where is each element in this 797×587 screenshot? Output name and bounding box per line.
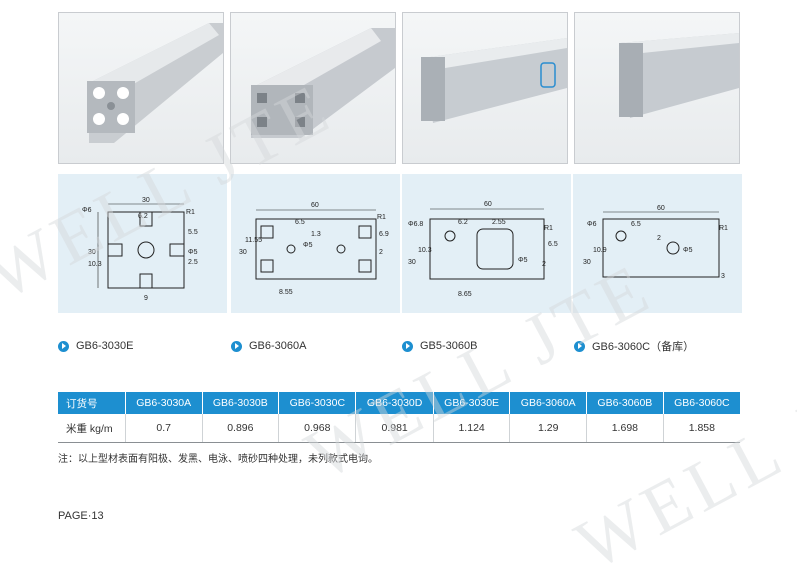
row-label: 米重 kg/m: [58, 414, 126, 443]
weight-cell: 1.698: [586, 414, 664, 443]
dim-offset: 10.3: [88, 261, 102, 268]
model-cell: GB6-3060B: [586, 392, 664, 414]
footnote: 注：以上型材表面有阳极、发黑、电泳、喷砂四种处理，未列款式电询。: [58, 454, 378, 465]
play-icon: [402, 340, 413, 352]
drawing-3060c: 60 Φ6 6.5 R1 2 Φ5 30 10.9 3: [573, 174, 742, 313]
weight-cell: 0.7: [125, 414, 203, 443]
dim-center-hole: Φ5: [303, 242, 313, 249]
dim-lip: 1.3: [311, 231, 321, 238]
dim-hole: Φ6: [82, 207, 92, 214]
dim-wall: 2.5: [188, 259, 198, 266]
model-cell: GB6-3060A: [509, 392, 588, 414]
dim-center-hole: Φ5: [518, 257, 528, 264]
dim-wall: 2: [542, 261, 546, 268]
dim-width: 60: [657, 205, 665, 212]
dim-slot: 6.2: [458, 219, 468, 226]
caption-3060c: GB6-3060C（备库）: [574, 338, 694, 354]
dim-wall: 2: [379, 249, 383, 256]
weight-cell: 0.981: [355, 414, 434, 443]
dim-offset: 10.9: [593, 247, 607, 254]
dim-width: 60: [484, 201, 492, 208]
weight-cell: 1.858: [663, 414, 740, 443]
watermark: WELL JTE: [563, 336, 797, 586]
dim-radius: R1: [719, 225, 728, 232]
dim-offset: 10.3: [418, 247, 432, 254]
dim-hole: Φ6.8: [408, 221, 423, 228]
dim-depth: 2.55: [492, 219, 506, 226]
product-photo-3060a: [230, 12, 396, 164]
model-cell: GB6-3060C: [663, 392, 740, 414]
dim-radius: R1: [377, 214, 386, 221]
dim-depth: 6.9: [379, 231, 389, 238]
dim-height: 30: [408, 259, 416, 266]
dim-radius: R1: [186, 209, 195, 216]
caption-3060b: GB5-3060B: [402, 338, 477, 354]
product-photo-3060b: [402, 12, 568, 164]
dim-width: 30: [142, 197, 150, 204]
play-icon: [58, 340, 69, 352]
table-row: 米重 kg/m 0.7 0.896 0.968 0.981 1.124 1.29…: [58, 414, 740, 443]
model-cell: GB6-3030E: [433, 392, 511, 414]
page-number: PAGE·13: [58, 510, 104, 522]
dim-center-hole: Φ5: [188, 249, 198, 256]
dim-slot: 6.5: [631, 221, 641, 228]
dim-radius: R1: [544, 225, 553, 232]
dim-wall: 3: [721, 273, 725, 280]
caption-label: GB6-3030E: [76, 340, 134, 352]
dim-opening: 8.65: [458, 291, 472, 298]
weight-cell: 1.29: [509, 414, 588, 443]
caption-3060a: GB6-3060A: [231, 338, 306, 354]
dim-opening: 8.55: [279, 289, 293, 296]
caption-3030e: GB6-3030E: [58, 338, 133, 354]
dim-height: 30: [583, 259, 591, 266]
product-photo-3030e: [58, 12, 224, 164]
dim-center-hole: Φ5: [683, 247, 693, 254]
model-cell: GB6-3030B: [202, 392, 280, 414]
model-cell: GB6-3030D: [355, 392, 434, 414]
header-label: 订货号: [58, 392, 126, 414]
drawing-3030e: 30 6.2 R1 Φ6 5.5 30 10.3 Φ5 2.5 9: [58, 174, 227, 313]
drawing-3060a: 60 6.5 R1 1.3 6.9 Φ5 2 30 11.55 8.55: [231, 174, 400, 313]
dim-offset: 11.55: [245, 237, 262, 244]
play-icon: [231, 340, 242, 352]
caption-label: GB6-3060C（备库）: [592, 341, 695, 353]
model-cell: GB6-3030C: [278, 392, 357, 414]
dim-height: 30: [88, 249, 96, 256]
spec-table: 订货号 GB6-3030A GB6-3030B GB6-3030C GB6-30…: [58, 392, 740, 443]
dim-hole: Φ6: [587, 221, 597, 228]
caption-label: GB6-3060A: [249, 340, 307, 352]
dim-width: 60: [311, 202, 319, 209]
product-photo-3060c: [574, 12, 740, 164]
dim-lip: 6.5: [548, 241, 558, 248]
table-header-row: 订货号 GB6-3030A GB6-3030B GB6-3030C GB6-30…: [58, 392, 740, 414]
drawing-3060b: 60 Φ6.8 6.2 2.55 R1 6.5 30 10.3 Φ5 2 8.6…: [402, 174, 571, 313]
dim-opening: 9: [144, 295, 148, 302]
weight-cell: 1.124: [433, 414, 511, 443]
dim-slot: 6.2: [138, 213, 148, 220]
weight-cell: 0.968: [278, 414, 357, 443]
weight-cell: 0.896: [202, 414, 280, 443]
dim-lip: 2: [657, 235, 661, 242]
caption-label: GB5-3060B: [420, 340, 478, 352]
play-icon: [574, 340, 585, 352]
dim-slot: 6.5: [295, 219, 305, 226]
dim-depth: 5.5: [188, 229, 198, 236]
model-cell: GB6-3030A: [125, 392, 203, 414]
dim-height: 30: [239, 249, 247, 256]
